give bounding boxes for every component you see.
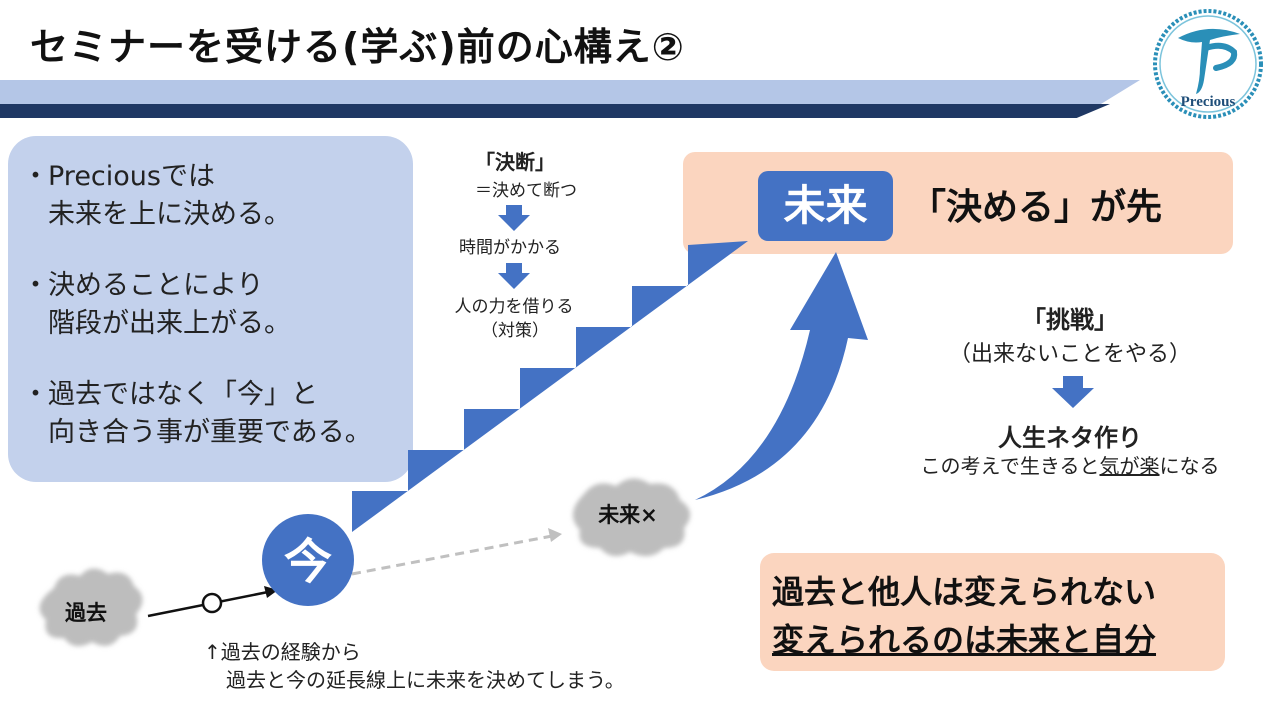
challenge-note: この考えで生きると気が楽になる (920, 454, 1220, 478)
future-wrong-label: 未来× (598, 503, 658, 527)
challenge-result: 人生ネタ作り (998, 424, 1142, 452)
past-cloud: 過去 (39, 568, 143, 647)
past-note-line2: 過去と今の延長線上に未来を決めてしまう。 (226, 668, 625, 692)
bullet-3: ・過去ではなく「今」と 向き合う事が重要である。 (22, 376, 372, 452)
future-wrong-cloud: 未来× (572, 478, 691, 557)
dashed-arrow-line (351, 534, 553, 576)
challenge-heading: 「挑戦」 (1022, 306, 1118, 334)
bullet-1: ・Preciousでは 未来を上に決める。 (22, 158, 291, 234)
curved-up-arrow (695, 252, 868, 500)
challenge-subheading: （出来ないことをやる） (948, 342, 1191, 367)
header-bar-light (0, 80, 1140, 108)
bullet-3-line1: 過去ではなく「今」と (48, 379, 318, 410)
down-arrow-1 (498, 205, 530, 231)
bullet-2-line1: 決めることにより (48, 270, 264, 301)
past-label: 過去 (65, 601, 107, 625)
timeline-marker (201, 592, 223, 614)
decision-step-1: 時間がかかる (459, 238, 561, 258)
decision-step-2-note: （対策） (481, 321, 549, 341)
down-arrow-3 (1052, 376, 1094, 408)
bullet-1-line1: Preciousでは (48, 161, 215, 192)
dashed-arrow-head (548, 528, 562, 542)
bullet-2: ・決めることにより 階段が出来上がる。 (22, 267, 291, 343)
decision-heading: 「決断」 (475, 150, 555, 174)
conclusion-line1: 過去と他人は変えられない (772, 573, 1157, 611)
now-label: 今 (284, 534, 332, 590)
bullet-1-line2: 未来を上に決める。 (48, 199, 291, 230)
bullet-2-line2: 階段が出来上がる。 (48, 308, 291, 339)
summary-panel: ・Preciousでは 未来を上に決める。 ・決めることにより 階段が出来上がる… (8, 136, 413, 482)
bullet-3-line2: 向き合う事が重要である。 (48, 417, 372, 448)
conclusion-line2: 変えられるのは未来と自分 (772, 621, 1157, 659)
decision-definition: ＝決めて断つ (475, 181, 577, 201)
header-bar-dark (0, 104, 1110, 118)
future-badge: 未来 (758, 171, 893, 241)
now-circle (262, 514, 354, 606)
down-arrow-2 (498, 263, 530, 289)
past-note-line1: ↑過去の経験から (204, 640, 361, 664)
conclusion-box: 過去と他人は変えられない 変えられるのは未来と自分 (760, 553, 1225, 671)
page-title: セミナーを受ける(学ぶ)前の心構え② (30, 25, 685, 69)
precious-logo: Precious (1153, 9, 1263, 119)
logo-text: Precious (1181, 94, 1236, 110)
decision-step-2: 人の力を借りる (454, 297, 574, 317)
staircase (352, 241, 748, 532)
decide-first-text: 「決める」が先 (910, 187, 1163, 228)
